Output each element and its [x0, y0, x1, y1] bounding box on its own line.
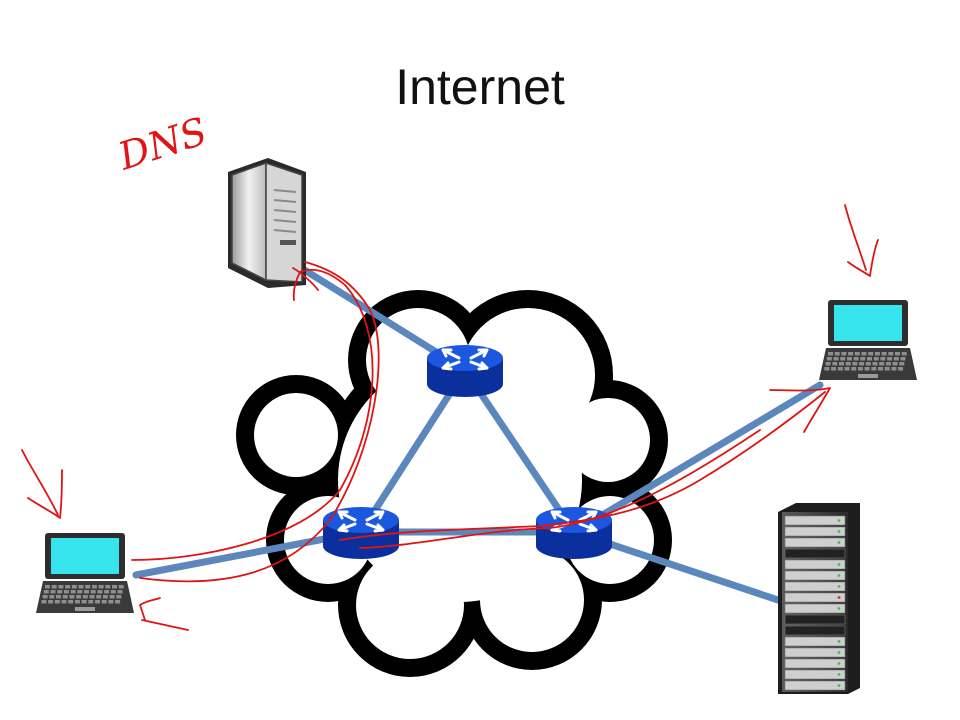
slide-title: Internet	[395, 59, 565, 115]
router-right-icon	[536, 507, 612, 559]
rack-server-icon	[778, 503, 860, 694]
router-top-icon	[427, 345, 503, 397]
link-router-right-client-laptop-right	[570, 381, 824, 536]
client-laptop-left-icon	[36, 533, 134, 613]
dns-label: DNS	[112, 109, 212, 179]
router-left-icon	[323, 507, 399, 559]
handwritten-annotations	[21, 204, 879, 631]
link-router-top-router-left	[357, 366, 469, 536]
client-laptop-right-icon	[819, 300, 917, 380]
dns-server-icon	[228, 158, 306, 288]
link-router-top-router-right	[461, 366, 578, 536]
